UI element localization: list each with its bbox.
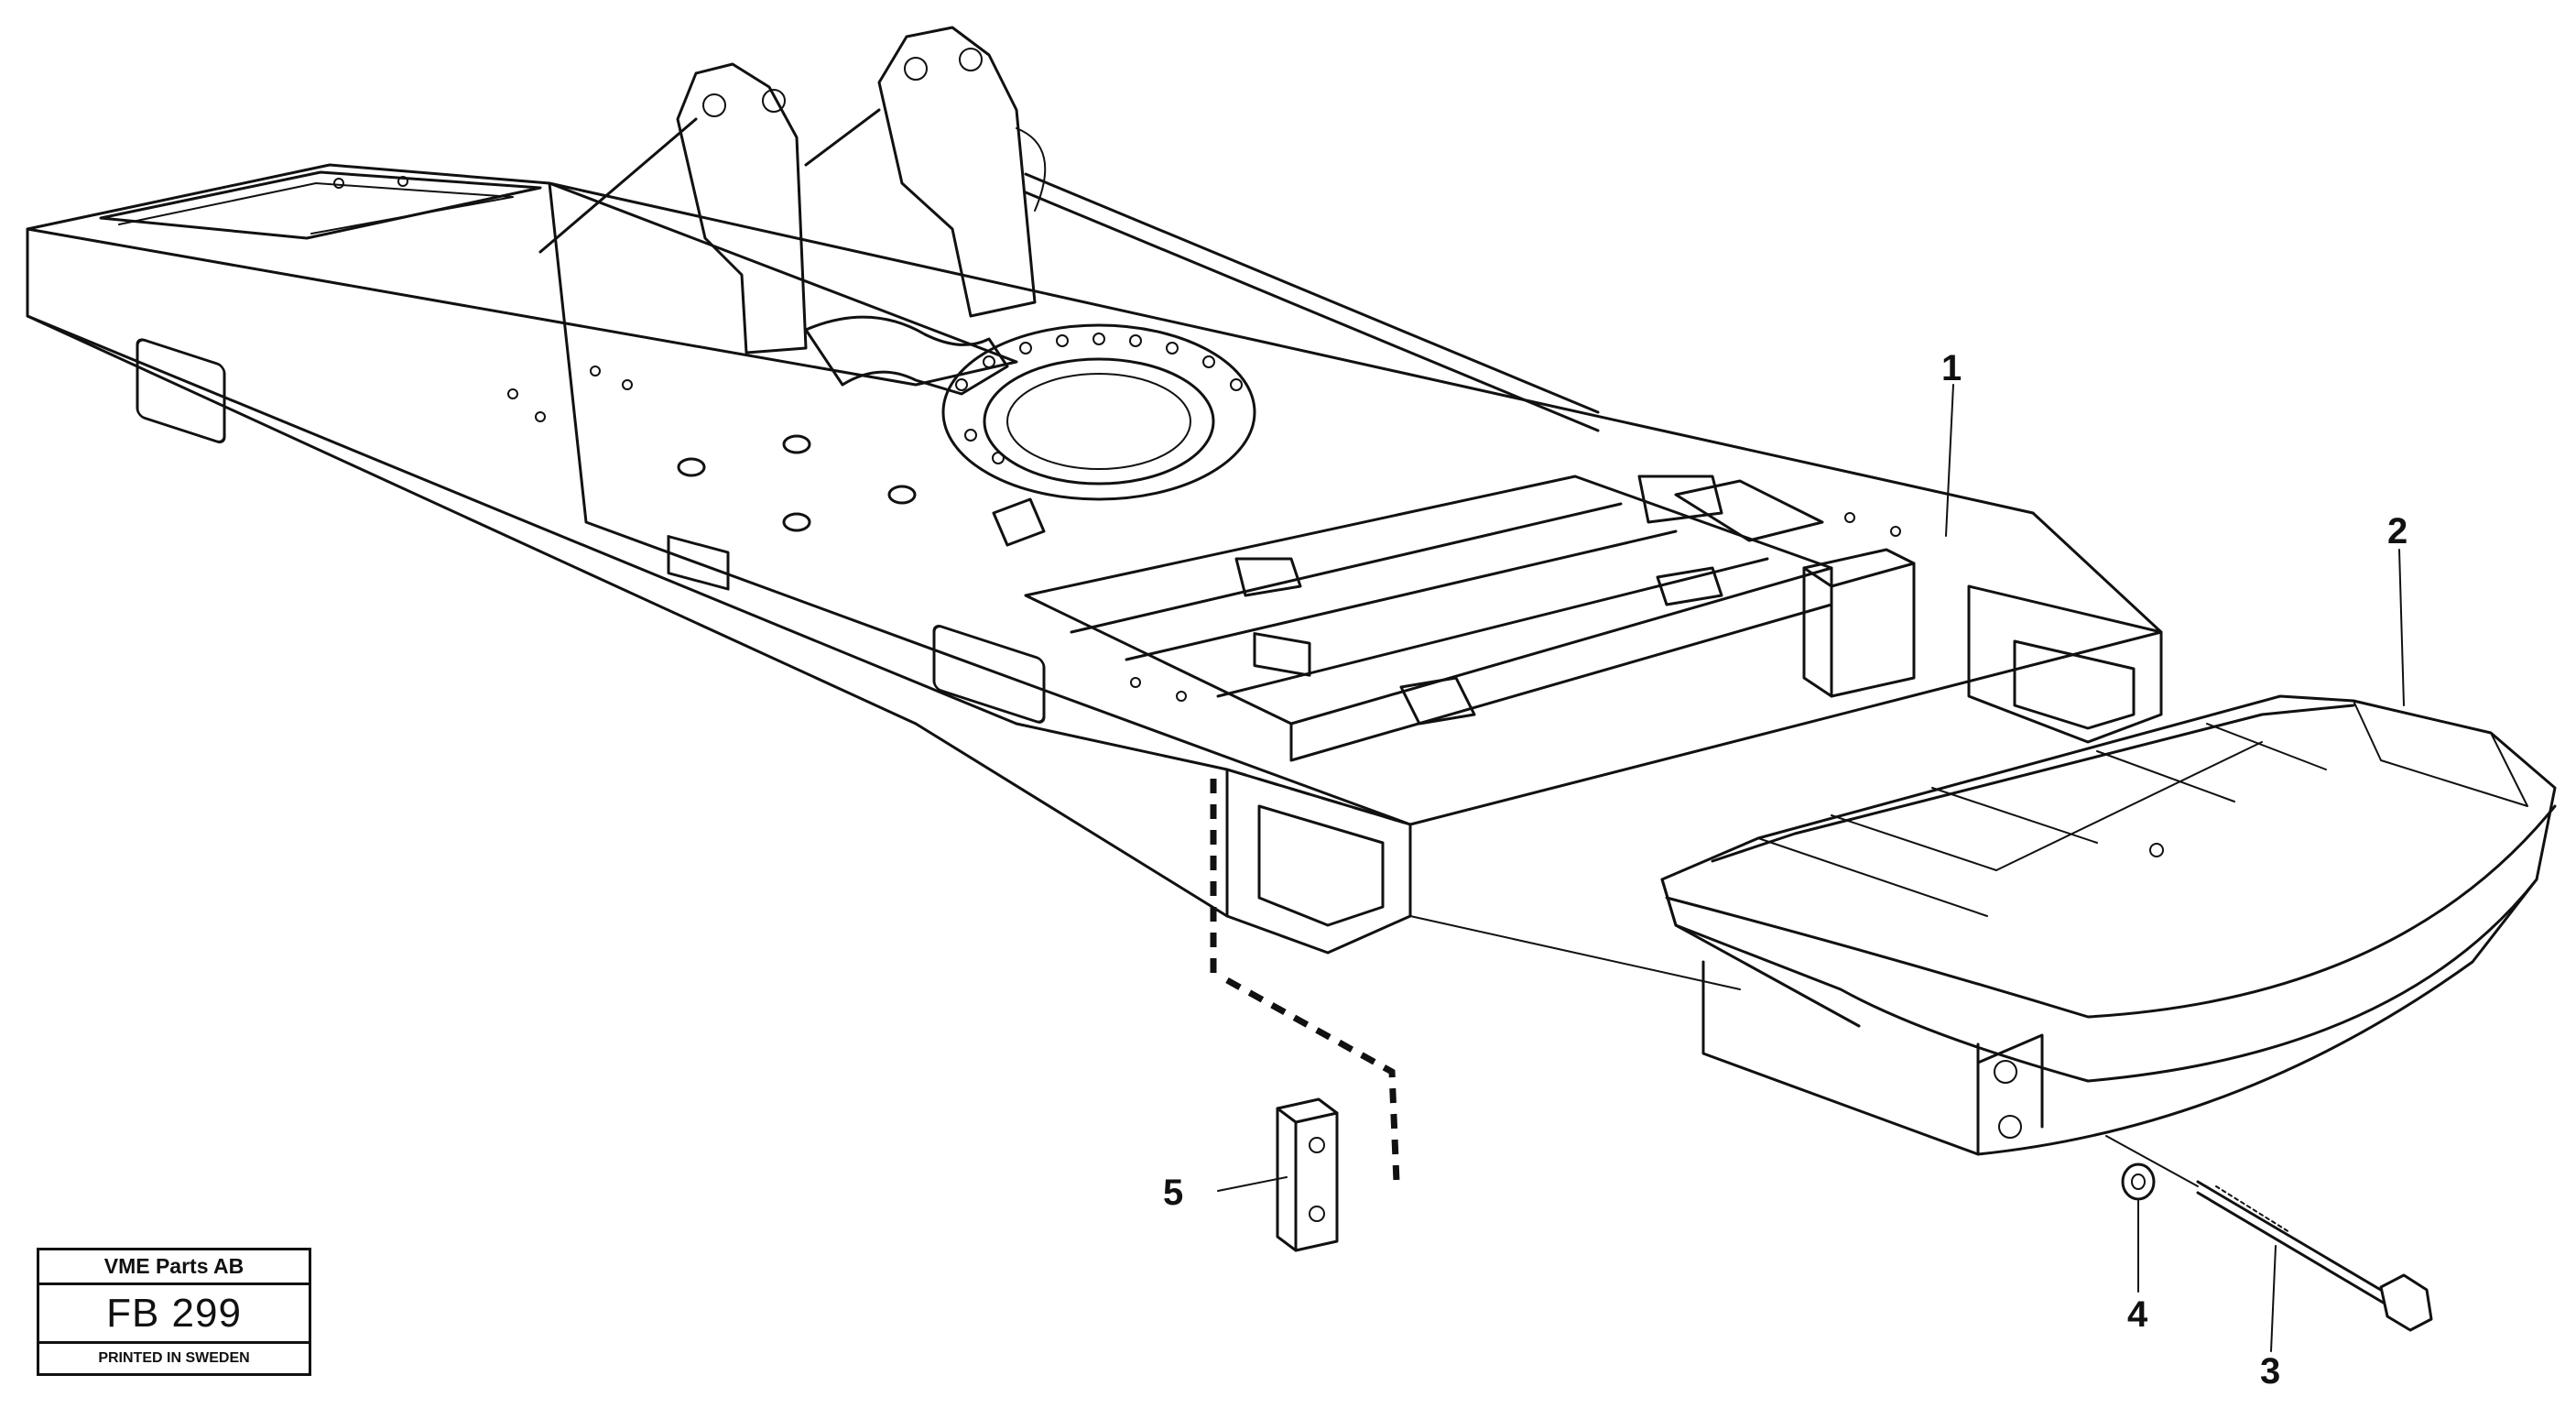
ring-bolts <box>955 333 1243 464</box>
leader-lines <box>1217 384 2405 1352</box>
title-block: VME Parts AB FB 299 PRINTED IN SWEDEN <box>37 1248 311 1376</box>
plate <box>1276 1097 1339 1252</box>
company-name: VME Parts AB <box>39 1250 309 1285</box>
drawing-code: FB 299 <box>39 1285 309 1344</box>
printed-note: PRINTED IN SWEDEN <box>98 1350 250 1366</box>
counterweight <box>1660 694 2557 1156</box>
callout-1: 1 <box>1941 348 1962 388</box>
bolt <box>2105 1135 2433 1332</box>
callout-5: 5 <box>1163 1173 1183 1213</box>
callout-3: 3 <box>2260 1351 2280 1392</box>
callout-2: 2 <box>2387 511 2408 551</box>
callout-4: 4 <box>2127 1294 2148 1335</box>
callouts: 1 2 3 4 5 <box>1163 348 2408 1392</box>
washer <box>2121 1162 2156 1201</box>
frame-assembly <box>26 26 2163 1183</box>
